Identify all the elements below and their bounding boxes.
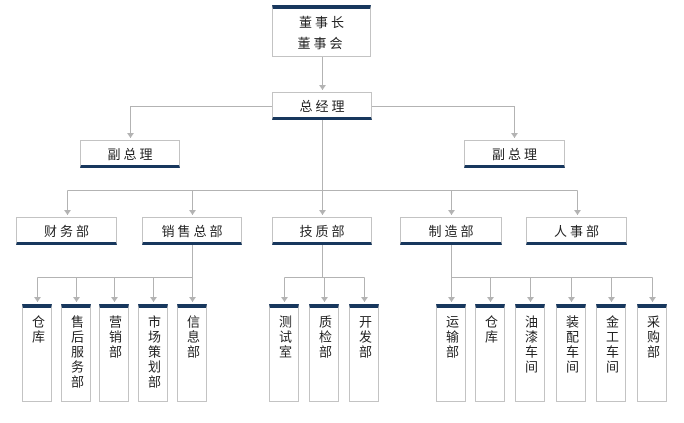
- org-node-transport-dept: 运输部: [436, 304, 466, 402]
- node-label: 采购部: [645, 315, 660, 360]
- org-node-assembly-workshop: 装配车间: [556, 304, 586, 402]
- node-label: 信息部: [185, 315, 200, 360]
- org-node-vice-manager-left: 副总理: [80, 140, 180, 168]
- org-node-development-dept: 开发部: [349, 304, 379, 402]
- org-node-manufacturing-dept: 制造部: [400, 217, 502, 245]
- org-node-metalwork-workshop: 金工车间: [596, 304, 626, 402]
- org-node-chairman-board: 董事长 董事会: [272, 5, 371, 57]
- node-label: 开发部: [357, 315, 372, 360]
- org-node-marketing-dept: 营销部: [99, 304, 129, 402]
- org-node-after-sales-service-dept: 售后服务部: [61, 304, 91, 402]
- org-node-general-manager: 总经理: [272, 92, 372, 120]
- org-node-finance-dept: 财务部: [16, 217, 117, 245]
- node-label: 装配车间: [564, 315, 579, 375]
- node-label: 测试室: [277, 315, 292, 360]
- org-node-testing-room: 测试室: [269, 304, 299, 402]
- org-node-information-dept: 信息部: [177, 304, 207, 402]
- node-label: 仓库: [30, 315, 45, 345]
- node-label: 油漆车间: [523, 315, 538, 375]
- org-node-sales-hq: 销售总部: [142, 217, 242, 245]
- node-label: 市场策划部: [146, 315, 161, 390]
- node-label: 仓库: [483, 315, 498, 345]
- org-node-hr-dept: 人事部: [526, 217, 627, 245]
- org-node-paint-workshop: 油漆车间: [515, 304, 545, 402]
- org-node-warehouse-2: 仓库: [475, 304, 505, 402]
- node-label: 售后服务部: [69, 315, 84, 390]
- node-label: 营销部: [107, 315, 122, 360]
- node-label: 运输部: [444, 315, 459, 360]
- org-node-warehouse-1: 仓库: [22, 304, 52, 402]
- org-node-tech-quality-dept: 技质部: [272, 217, 372, 245]
- node-label: 金工车间: [604, 315, 619, 375]
- org-node-quality-inspection-dept: 质检部: [309, 304, 339, 402]
- node-label: 质检部: [317, 315, 332, 360]
- org-node-purchasing-dept: 采购部: [637, 304, 667, 402]
- org-node-market-planning-dept: 市场策划部: [138, 304, 168, 402]
- org-node-vice-manager-right: 副总理: [464, 140, 565, 168]
